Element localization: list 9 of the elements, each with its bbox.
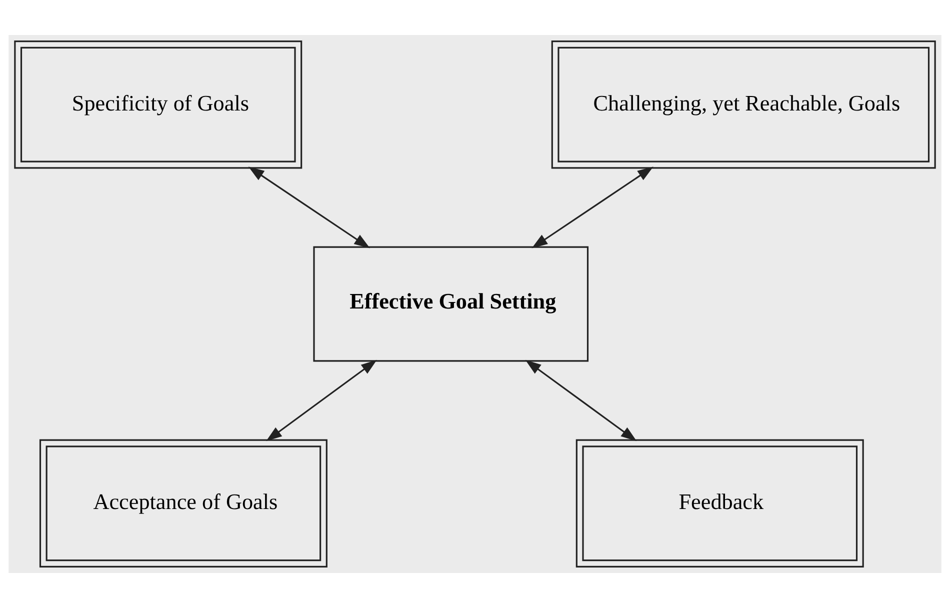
arrow <box>532 166 654 248</box>
node-box: Effective Goal Setting <box>313 246 589 362</box>
node-box: Feedback <box>576 438 864 567</box>
arrow <box>248 166 370 248</box>
node-box: Challenging, yet Reachable, Goals <box>551 40 936 168</box>
arrow <box>525 359 637 441</box>
node-box: Specificity of Goals <box>14 40 302 168</box>
node-box: Acceptance of Goals <box>39 438 328 567</box>
arrow <box>266 359 377 441</box>
